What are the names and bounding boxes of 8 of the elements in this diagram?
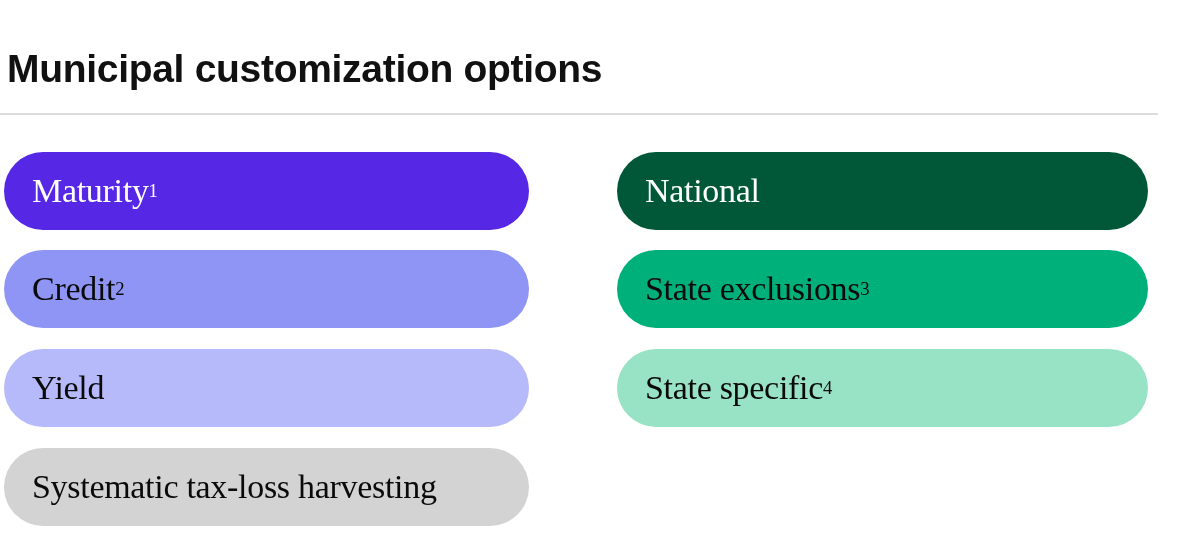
option-pill: Maturity$^{1}$ [4, 152, 529, 230]
option-pill: Credit$^{2}$ [4, 250, 529, 328]
option-pill: State specific$^{4}$ [617, 349, 1148, 427]
option-pill: Yield [4, 349, 529, 427]
option-pill: National [617, 152, 1148, 230]
option-pill: Systematic tax-loss harvesting [4, 448, 529, 526]
option-pill: State exclusions$^{3}$ [617, 250, 1148, 328]
title-heading: Municipal customization options [7, 46, 603, 92]
